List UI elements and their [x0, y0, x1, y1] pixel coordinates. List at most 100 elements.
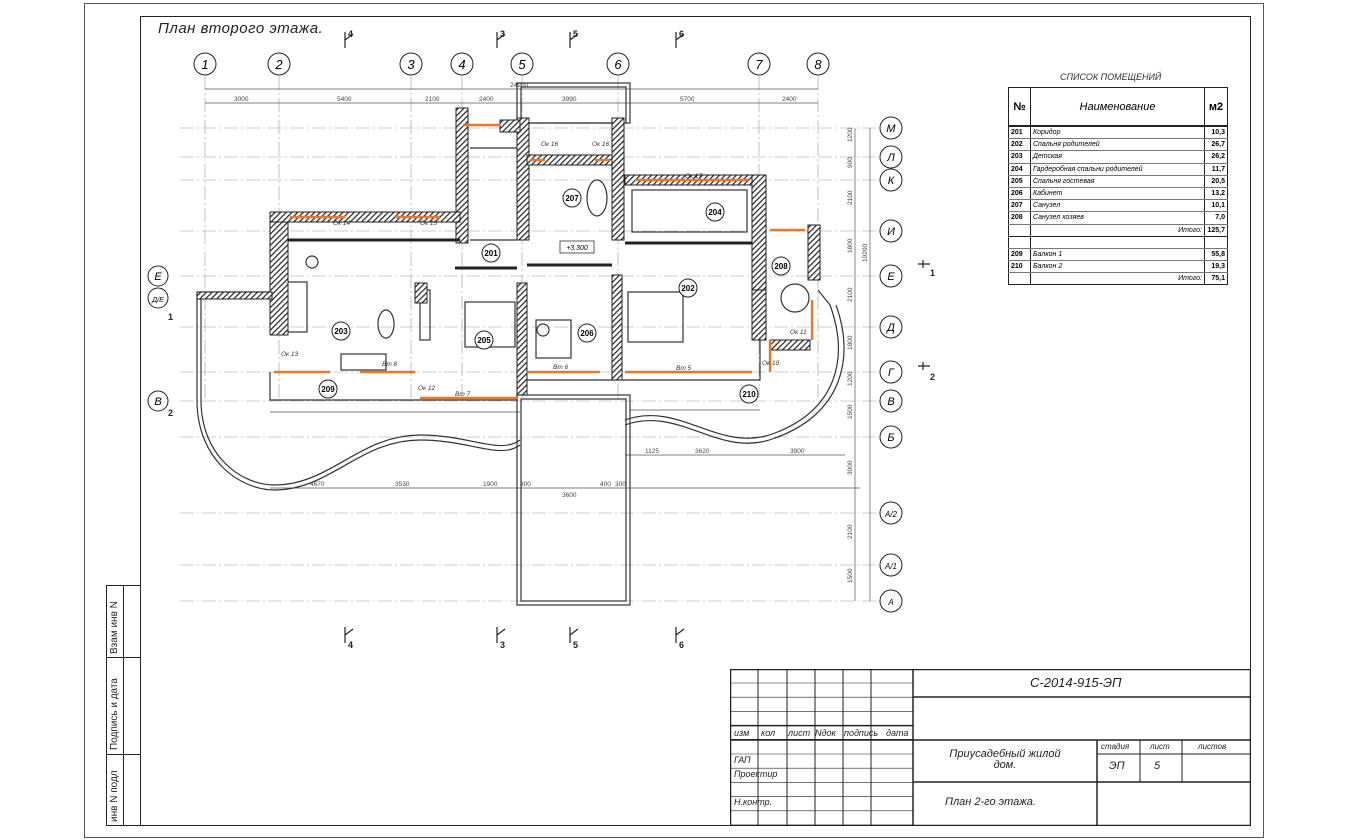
room-name: Балкон 2 [1030, 260, 1205, 274]
wall [516, 282, 528, 396]
room-name: Санузел хозяев [1030, 211, 1205, 225]
section-mark-label: 4 [348, 640, 353, 650]
dimension: 3000 [234, 96, 249, 103]
cut-mark-label: 1 [930, 268, 935, 278]
wall [751, 174, 767, 291]
project-name: Приусадебный жилой дом. [949, 748, 1061, 771]
section-mark-icon [496, 627, 506, 643]
wall [751, 289, 767, 341]
axis-label: В [154, 396, 161, 408]
axis-label: 7 [755, 57, 763, 72]
room-row: Итого:125,7 [1008, 224, 1228, 237]
axis-bubble [510, 52, 534, 76]
axis-bubble [747, 52, 771, 76]
section-mark-label: 5 [573, 29, 578, 39]
axis-bubble [879, 264, 903, 288]
dimension-total: 24900 [510, 82, 528, 89]
axis-bubble [606, 52, 630, 76]
section-mark-icon [344, 627, 354, 643]
window-label: Ок 14 [333, 220, 351, 227]
section-mark-label: 3 [500, 29, 505, 39]
room-tag [739, 384, 759, 404]
role-norm-control: Н.контр. [734, 797, 773, 807]
room-tag [481, 243, 501, 263]
dimension: 3900 [790, 448, 805, 455]
axis-label: 6 [614, 57, 622, 72]
room-name [1030, 236, 1205, 249]
stamp-signature-date: Подпись и дата [109, 678, 120, 750]
axis-label: 3 [407, 57, 415, 72]
dimension: 2100 [847, 190, 854, 205]
axis-bubble [879, 360, 903, 384]
room-area: 20,5 [1204, 175, 1228, 188]
title-block-border [730, 669, 1251, 826]
wall [269, 211, 461, 223]
room-tag [577, 323, 597, 343]
room-name: Детская [1030, 150, 1205, 164]
room-list-caption: СПИСОК ПОМЕЩЕНИЙ [1060, 72, 1162, 82]
section-mark-label: 6 [679, 640, 684, 650]
dimension: 5700 [680, 96, 695, 103]
room-area: 10,3 [1204, 126, 1228, 140]
room-area: 7,0 [1204, 211, 1228, 225]
stage-value: ЭП [1109, 760, 1125, 772]
room-tag [474, 330, 494, 350]
window-label: Ок 12 [418, 385, 436, 392]
room-tag-label: 205 [477, 336, 491, 345]
cut-mark-icon [918, 362, 930, 370]
window-label: Ок 11 [790, 329, 807, 336]
axis-label: Е [887, 271, 895, 283]
wall [196, 291, 273, 300]
section-mark-label: 3 [500, 640, 505, 650]
axis-bubble [879, 145, 903, 169]
axis-label: А [887, 598, 893, 607]
section-mark-label: 6 [679, 29, 684, 39]
room-name: Итого: [1030, 272, 1205, 286]
wall [526, 154, 613, 166]
window-label: Ок 13 [281, 351, 299, 358]
col-signature: подпись [844, 728, 879, 738]
dimension: 1800 [847, 238, 854, 253]
room-number: 202 [1008, 138, 1031, 152]
sheet-value: 5 [1154, 760, 1161, 772]
dimension: 1800 [847, 335, 854, 350]
room-area: 125,7 [1204, 224, 1228, 237]
axis-bubble [267, 52, 291, 76]
document-code: С-2014-915-ЭП [1030, 675, 1122, 690]
room-area [1204, 236, 1228, 249]
room-area: 55,8 [1204, 248, 1228, 262]
room-tag [318, 379, 338, 399]
dimension: 1900 [483, 481, 498, 488]
room-area: 75,1 [1204, 272, 1228, 286]
wall [414, 282, 428, 304]
role-designer: Проектир [734, 769, 778, 779]
room-number: 203 [1008, 150, 1031, 164]
window-label: Ок 15 [420, 220, 438, 227]
axis-bubble [399, 52, 423, 76]
dimension: 400 [600, 481, 611, 488]
section-mark-icon [496, 32, 506, 48]
header-area: м2 [1204, 87, 1228, 127]
wall [269, 211, 289, 336]
room-tag-label: 202 [681, 284, 695, 293]
dimension: 2100 [847, 287, 854, 302]
wall [499, 119, 521, 133]
room-name: Коридор [1030, 126, 1205, 140]
room-number: 201 [1008, 126, 1031, 140]
stage-label: стадия [1101, 742, 1130, 751]
room-number [1008, 272, 1031, 286]
axis-bubble [147, 287, 169, 309]
section-mark-icon [569, 627, 579, 643]
room-name: Балкон 1 [1030, 248, 1205, 262]
room-tag-label: 206 [580, 329, 594, 338]
level-mark-text: +3.300 [566, 245, 588, 252]
sheet-title: План 2-го этажа. [945, 796, 1036, 808]
room-tag [705, 202, 725, 222]
dimension: 1200 [847, 371, 854, 386]
